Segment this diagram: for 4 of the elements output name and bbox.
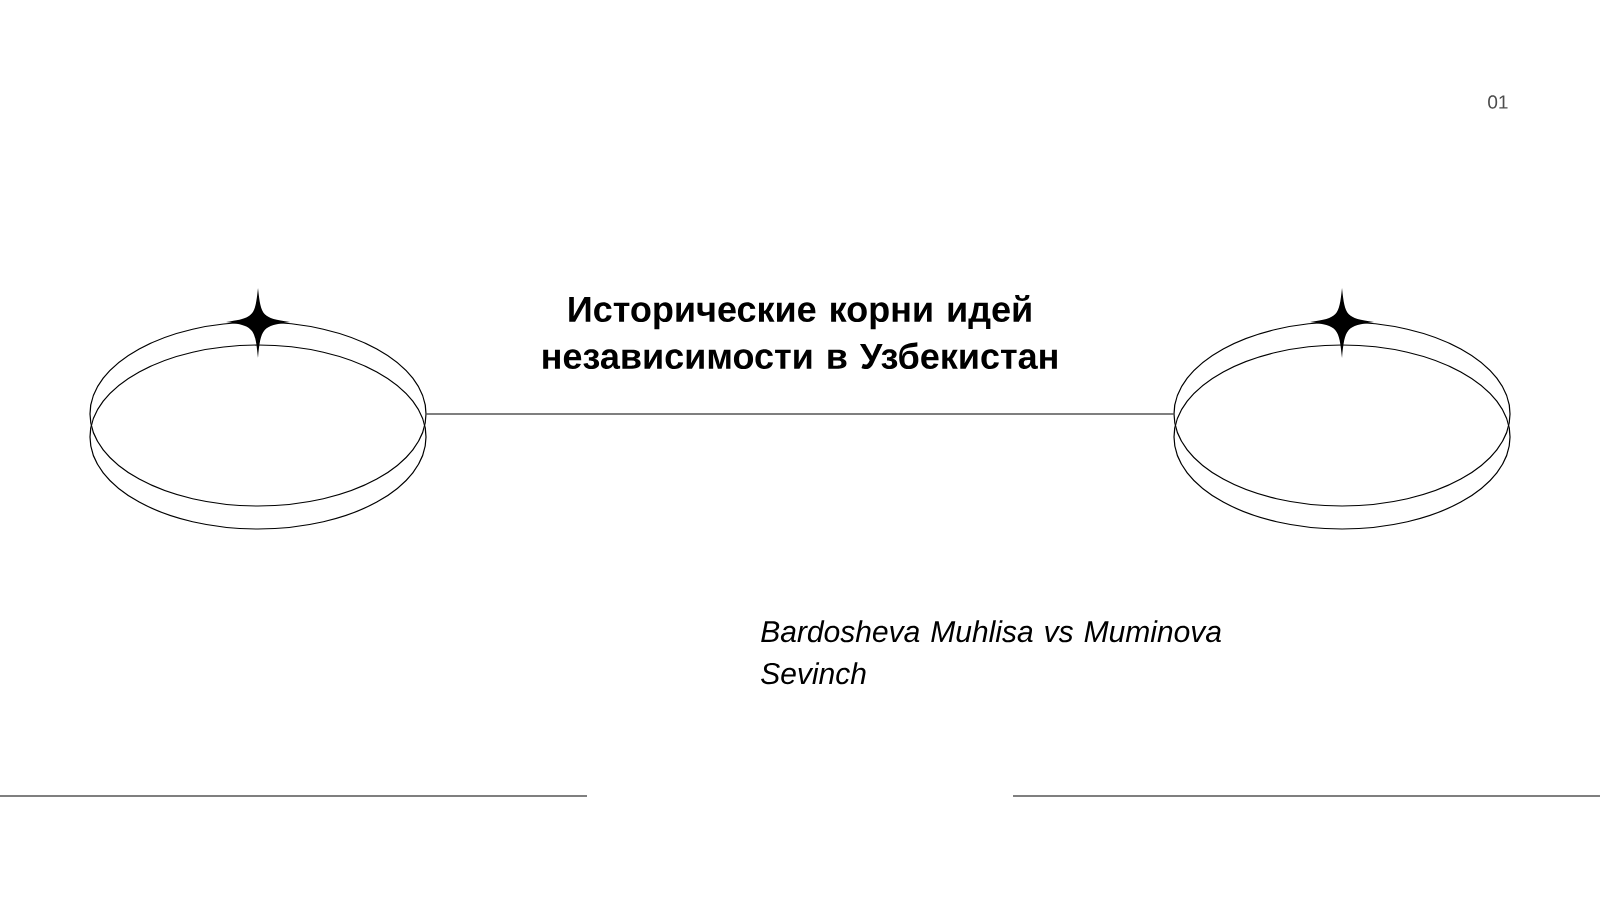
connector-line [426,413,1174,415]
author-names: Bardosheva Muhlisa vs Muminova Sevinch [761,620,1221,685]
slide-title: Исторические корни идей независимости в Узбекистан [543,294,1057,370]
page-number: 01 [1488,95,1508,109]
